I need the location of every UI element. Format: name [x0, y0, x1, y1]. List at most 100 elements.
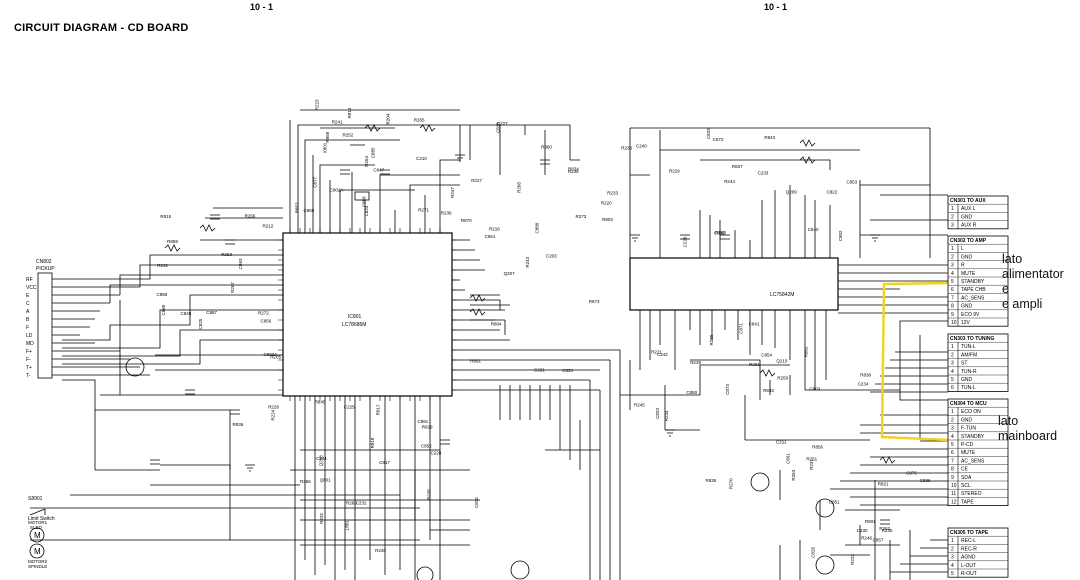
connector-pin-number: 4	[951, 369, 954, 375]
component-ref-label: R222	[850, 554, 855, 565]
component-ref-label: C833	[706, 128, 711, 139]
component-ref-label: C885	[370, 147, 375, 158]
connector-pin-label: AUX L	[961, 206, 976, 212]
component-ref-label: R270	[729, 478, 734, 489]
connector-header: CN304 TO MCU	[950, 401, 987, 407]
component-ref-label: C225	[344, 405, 355, 410]
component-ref-label: R266	[245, 213, 256, 218]
connector-header: CN305 TO TAPE	[950, 530, 989, 536]
component-ref-label: R873	[589, 299, 600, 304]
connector-pin-number: 5	[951, 377, 954, 383]
component-ref-label: C240	[636, 144, 647, 149]
connector-pin-label: L	[961, 246, 964, 252]
component-ref-label: C803	[809, 386, 820, 391]
pickup-pin-label: C	[26, 301, 30, 307]
component-ref-label: C832	[474, 497, 479, 508]
connector-pin-label: ST	[961, 361, 967, 367]
component-ref-label: R234	[664, 410, 669, 421]
connector-pin-number: 10	[951, 320, 957, 326]
component-ref-label: R843	[764, 135, 775, 140]
component-ref-label: C853	[846, 180, 857, 185]
component-ref-label: R818	[370, 437, 375, 448]
connector-pin-number: 12	[951, 499, 957, 505]
connector-pin-number: 2	[951, 214, 954, 220]
component-ref-label: R272	[258, 311, 269, 316]
component-ref-label: R227	[471, 178, 482, 183]
connector-pin-label: TUN-L	[961, 344, 976, 350]
amp-ic-body	[629, 257, 839, 311]
motor1-label: SLED	[30, 525, 43, 530]
annotation-line: e ampli	[1002, 297, 1043, 311]
component-ref-label: C834	[562, 368, 573, 373]
motor2-symbol: M	[34, 547, 41, 556]
motor1-id: MOTOR1	[28, 520, 48, 525]
pickup-label: PICKUP	[36, 266, 55, 272]
component-ref-label: C850	[686, 390, 697, 395]
component-ref-label: R232	[319, 513, 324, 524]
connector-pin-label: P-CD	[961, 442, 974, 448]
component-ref-label: R205	[270, 354, 281, 359]
component-ref-label: R852	[295, 202, 300, 213]
component-ref-label: R238	[621, 146, 632, 151]
component-ref-label: R245	[634, 403, 645, 408]
connector-pin-number: 3	[951, 426, 954, 432]
switch-id: S8901	[28, 496, 43, 502]
pickup-pin-label: T+	[26, 365, 32, 371]
connector-pin-number: 4	[951, 434, 954, 440]
connector-pin-label: AGND	[961, 555, 976, 561]
connector-pin-label: CE	[961, 467, 969, 473]
component-ref-label: C857	[873, 538, 884, 543]
component-ref-label: R842	[763, 388, 774, 393]
component-ref-label: R244	[724, 179, 735, 184]
component-ref-label: R262	[879, 526, 890, 531]
component-ref-label: C840	[808, 227, 819, 232]
connector-pin-number: 5	[951, 279, 954, 285]
component-ref-label: R246	[861, 536, 872, 541]
component-ref-label: R239	[690, 360, 701, 365]
component-ref-label: R218	[489, 226, 500, 231]
connector-pin-number: 8	[951, 467, 954, 473]
connector-pin-number: 5	[951, 571, 954, 577]
switch-label: Limit Switch	[28, 516, 55, 522]
motor2-label: SPINDLE	[28, 564, 47, 569]
component-ref-label: C822	[827, 189, 838, 194]
component-ref-label: C887	[206, 310, 217, 315]
component-ref-label: R233	[607, 190, 618, 195]
connector-pin-label: R	[961, 263, 965, 269]
component-ref-label: C856	[261, 318, 272, 323]
component-ref-label: C233	[758, 171, 769, 176]
connector-pin-label: STANDBY	[961, 279, 985, 285]
page-number-right: 10 - 1	[764, 2, 788, 12]
component-ref-label: R838	[860, 373, 871, 378]
component-ref-label: C872	[713, 137, 724, 142]
connector-pin-number: 3	[951, 223, 954, 229]
pickup-pin-label: MD	[26, 341, 34, 347]
connector-pin-label: REC-R	[961, 546, 977, 552]
connector-pin-label: GND	[961, 377, 973, 383]
component-ref-label: R814	[347, 107, 352, 118]
connector-pin-number: 2	[951, 546, 954, 552]
component-ref-label: C873	[725, 384, 730, 395]
connector-header: CN303 TO TUNING	[950, 336, 994, 342]
connector-pin-number: 6	[951, 287, 954, 293]
connector-pin-number: 3	[951, 361, 954, 367]
component-ref-label: R803	[602, 217, 613, 222]
component-ref-label: C802A	[330, 187, 344, 192]
highlight-bracket	[880, 281, 949, 442]
connector-pin-number: 6	[951, 450, 954, 456]
component-ref-label: R212	[263, 223, 274, 228]
component-ref-label: C871	[739, 323, 744, 334]
amp-ic-part: LC75842M	[770, 292, 794, 298]
component-ref-label: R804	[491, 322, 502, 327]
component-ref-label: C826	[811, 547, 816, 558]
component-ref-label: R243	[525, 256, 530, 267]
component-ref-label: R252	[343, 133, 354, 138]
component-ref-label: C881	[418, 419, 429, 424]
motor2-id: MOTOR2	[28, 559, 48, 564]
motor1-symbol: M	[34, 531, 41, 540]
component-ref-label: C817	[379, 460, 390, 465]
pickup-pin-label: T-	[26, 373, 31, 379]
component-ref-label: R240	[375, 548, 386, 553]
